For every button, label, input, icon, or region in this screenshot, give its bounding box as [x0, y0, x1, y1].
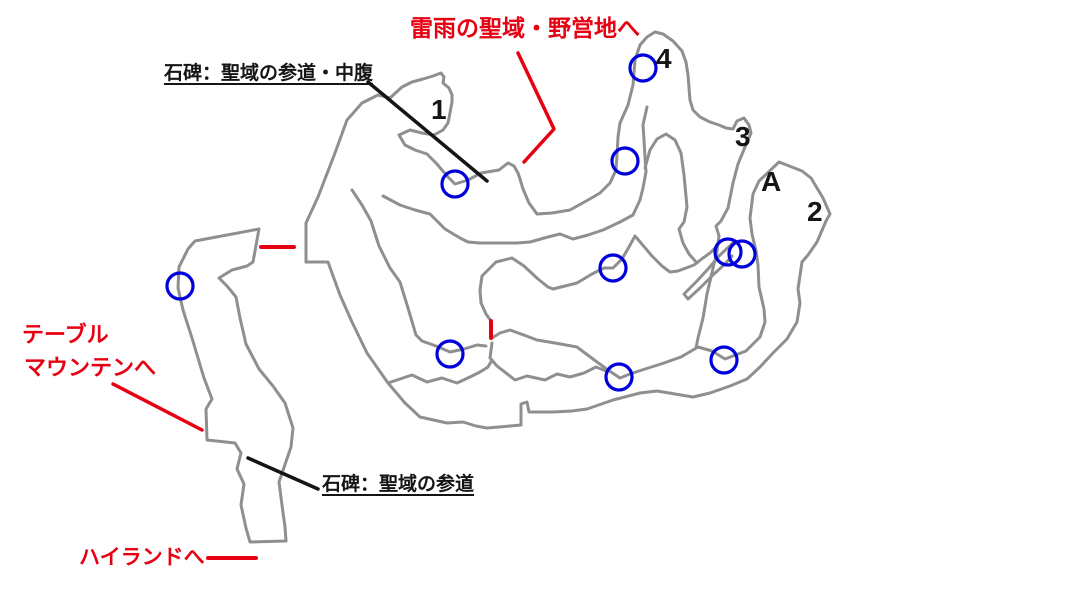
- leader-stone-monument-approach: [246, 456, 320, 491]
- trail-junction-zigzag-west: [386, 358, 494, 385]
- label-stone-monument-midslope: 石碑：聖域の参道・中腹: [164, 63, 374, 84]
- leader-stone-monument-midslope: [366, 80, 489, 183]
- trail-inner-crescent: [682, 241, 735, 301]
- leader-table-mountain: [111, 382, 204, 432]
- label-table-mountain-line2: マウンテンへ: [24, 355, 157, 380]
- map-marker-circle-1: [165, 271, 195, 301]
- trail-middle-band-upper: [381, 105, 649, 245]
- label-thunder-sanctuary-camp: 雷雨の聖域・野営地へ: [410, 15, 640, 41]
- label-table-mountain-line1: テーブル: [22, 322, 109, 347]
- trail-inner-spur: [643, 132, 699, 265]
- trail-outer-south-east: [304, 160, 832, 430]
- map-marker-circle-7: [727, 239, 757, 269]
- map-marker-circle-2: [440, 169, 470, 199]
- trail-inner-wall: [350, 188, 488, 354]
- label-point-4: 4: [656, 43, 672, 74]
- trail-outer-north: [304, 30, 753, 350]
- map-marker-circle-6: [713, 237, 743, 267]
- map-marker-circle-4: [610, 146, 640, 176]
- trail-middle-band-lower: [478, 234, 718, 323]
- trail-junction-zigzag-east: [488, 341, 608, 382]
- label-stone-monument-approach: 石碑：聖域の参道: [322, 474, 475, 495]
- trail-west-peninsula: [176, 227, 295, 544]
- map-marker-circle-10: [709, 345, 739, 375]
- label-point-a: A: [761, 166, 782, 197]
- map-marker-circle-3: [628, 53, 658, 83]
- leader-thunder-sanctuary-camp: [516, 51, 556, 164]
- map-marker-circle-9: [604, 362, 634, 392]
- label-point-1: 1: [431, 94, 447, 125]
- label-highland: ハイランドへ: [79, 546, 205, 569]
- label-point-2: 2: [807, 196, 823, 227]
- map-marker-circle-8: [435, 339, 465, 369]
- map-marker-circle-5: [598, 253, 628, 283]
- label-point-3: 3: [735, 121, 751, 152]
